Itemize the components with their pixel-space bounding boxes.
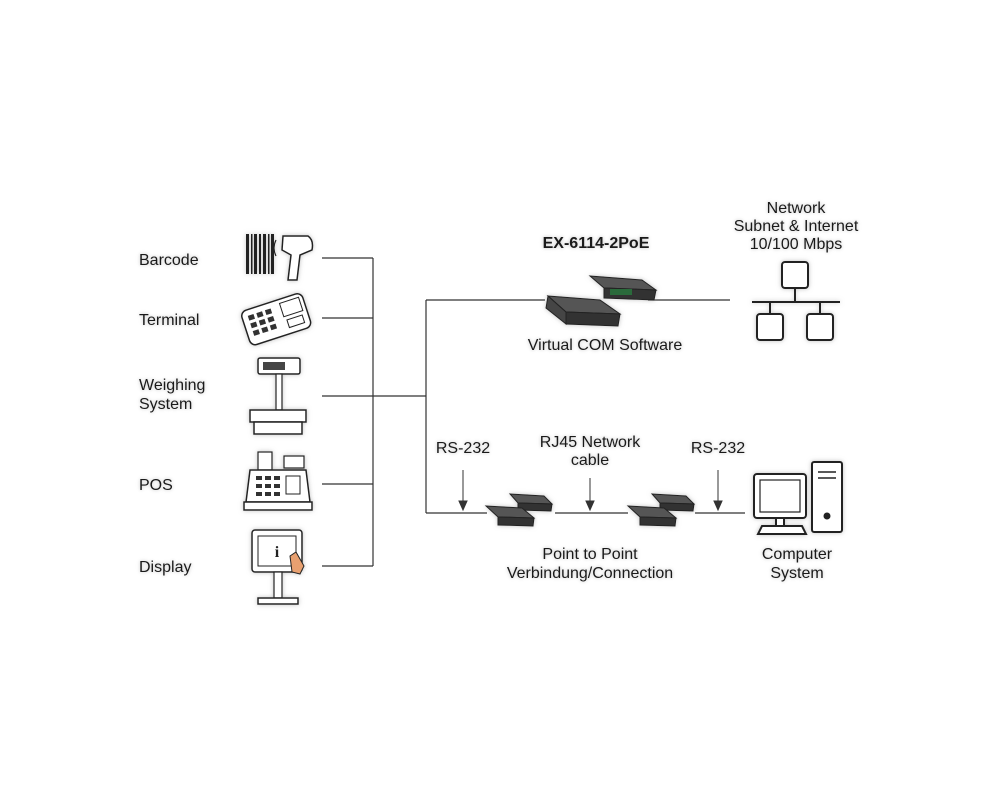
device-label-weighing-line2: System (139, 396, 193, 413)
network-topology-icon (752, 261, 840, 341)
terminal-icon (241, 293, 312, 346)
info-kiosk-icon: i (251, 529, 305, 605)
p2p-left-device-icon (484, 493, 554, 527)
p2p-label-line2: Verbindung/Connection (506, 565, 674, 582)
network-label-line1: Network (766, 200, 826, 217)
device-label-terminal: Terminal (139, 312, 200, 329)
weighing-scale-icon (249, 357, 307, 435)
device-label-pos: POS (139, 477, 173, 494)
svg-text:i: i (275, 544, 280, 561)
connection-lines (322, 257, 745, 567)
rs232-right-arrow (713, 470, 723, 512)
ex6114-device-icon (545, 275, 658, 327)
computer-label-line2: System (770, 565, 824, 582)
device-label-weighing-line1: Weighing (139, 377, 206, 394)
barcode-scanner-icon (246, 234, 314, 281)
arrows (458, 470, 723, 512)
cash-register-icon (243, 451, 313, 511)
device-label-display: Display (139, 559, 192, 576)
virtual-com-software-label: Virtual COM Software (527, 337, 683, 354)
network-label-line3: 10/100 Mbps (749, 236, 843, 253)
device-label-barcode: Barcode (139, 252, 199, 269)
p2p-label-line1: Point to Point (542, 546, 638, 563)
rj45-arrow (585, 478, 595, 512)
computer-label-line1: Computer (761, 546, 833, 563)
rs232-left-arrow (458, 470, 468, 512)
rj45-label-line2: cable (570, 452, 610, 469)
p2p-right-device-icon (626, 493, 696, 527)
computer-icon (753, 461, 843, 535)
rs232-right-label: RS-232 (690, 440, 746, 457)
product-model-label: EX-6114-2PoE (542, 235, 650, 252)
rs232-left-label: RS-232 (435, 440, 491, 457)
rj45-label-line1: RJ45 Network (539, 434, 641, 451)
network-label-line2: Subnet & Internet (733, 218, 859, 235)
